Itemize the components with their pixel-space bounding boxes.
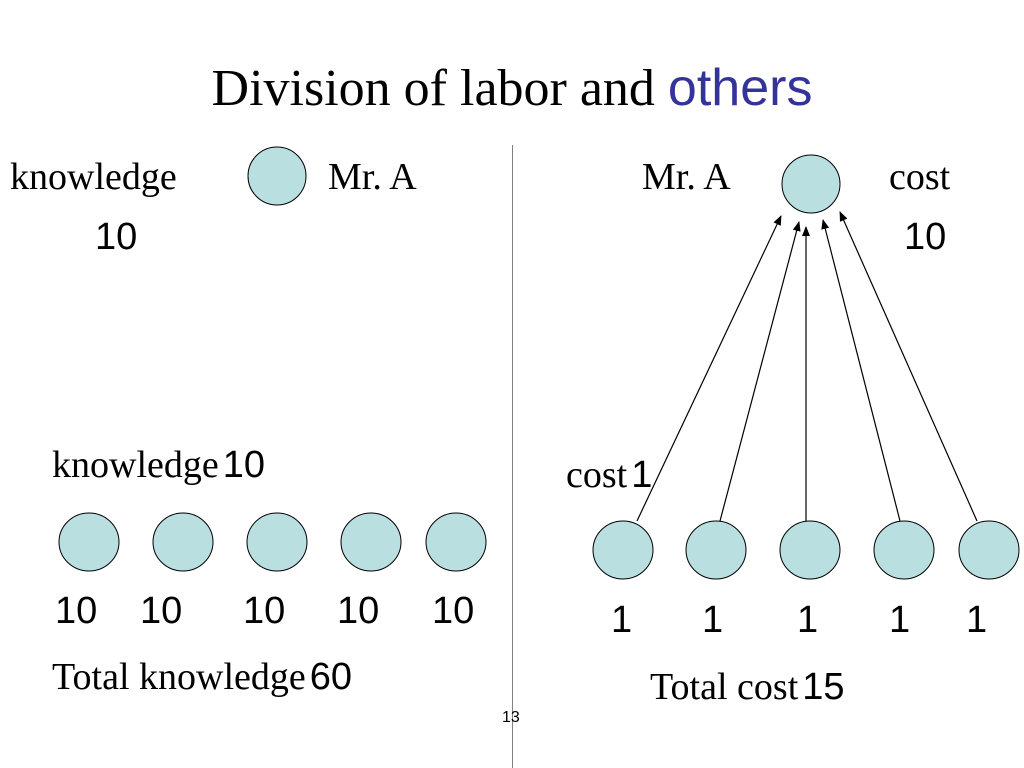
right-group-label-text: cost — [566, 454, 628, 496]
left-total-value: 60 — [309, 656, 353, 698]
left-top-value: 10 — [95, 216, 138, 258]
left-node-3 — [246, 512, 308, 572]
left-total: Total knowledge 60 — [52, 658, 352, 696]
right-node-value-5: 1 — [966, 599, 988, 641]
left-total-label: Total knowledge — [52, 656, 306, 698]
right-node-value-3: 1 — [797, 599, 819, 641]
right-group-label: cost 1 — [566, 456, 652, 494]
right-total-label: Total cost — [650, 666, 799, 708]
left-node-1 — [58, 512, 120, 572]
left-group-label: knowledge 10 — [52, 446, 265, 484]
column-divider — [512, 145, 513, 768]
right-top-label: cost — [889, 156, 951, 198]
left-node-value-4: 10 — [337, 590, 380, 632]
left-node-value-2: 10 — [140, 590, 183, 632]
left-node-value-1: 10 — [55, 590, 98, 632]
arrow-group — [636, 211, 978, 522]
title-main: Division of labor and — [211, 60, 655, 117]
right-top-name: Mr. A — [642, 156, 731, 198]
slide-title: Division of labor and others — [0, 62, 1024, 115]
right-top-node — [781, 154, 841, 214]
left-top-label: knowledge — [10, 156, 177, 198]
title-accent: others — [667, 59, 813, 117]
arrow-4 — [821, 219, 901, 522]
left-node-value-3: 10 — [243, 590, 286, 632]
right-top-value: 10 — [904, 216, 947, 258]
left-node-4 — [340, 512, 402, 572]
left-group-label-value: 10 — [222, 444, 266, 486]
left-node-value-5: 10 — [432, 590, 475, 632]
right-total-value: 15 — [802, 666, 845, 708]
right-node-5 — [958, 520, 1020, 580]
right-node-value-1: 1 — [611, 599, 633, 641]
right-node-3 — [779, 520, 841, 580]
right-total: Total cost 15 — [650, 668, 845, 706]
right-node-value-4: 1 — [889, 599, 911, 641]
left-node-2 — [152, 512, 214, 572]
arrow-2 — [719, 221, 801, 522]
right-node-1 — [592, 520, 654, 580]
left-top-node — [247, 146, 307, 206]
left-group-label-text: knowledge — [52, 444, 219, 486]
right-node-4 — [873, 520, 935, 580]
arrow-5 — [839, 211, 978, 522]
node-group — [58, 146, 1020, 580]
right-node-2 — [685, 520, 747, 580]
left-node-5 — [425, 512, 487, 572]
right-group-label-value: 1 — [631, 454, 653, 496]
right-node-value-2: 1 — [702, 599, 724, 641]
slide-number: 13 — [502, 709, 520, 726]
arrow-1 — [636, 215, 782, 522]
left-top-name: Mr. A — [328, 156, 417, 198]
